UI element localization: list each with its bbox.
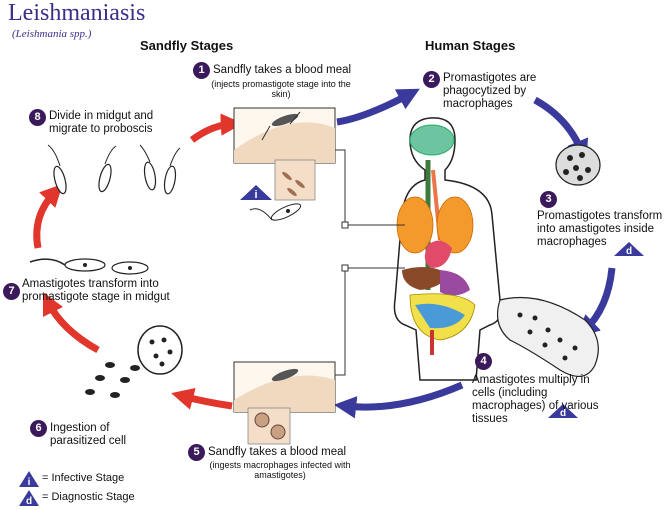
- step-5-text: Sandfly takes a blood meal: [208, 446, 347, 458]
- tissue-cells-illustration: [497, 296, 599, 377]
- legend-infective-letter: i: [28, 477, 31, 488]
- leader-line-top: [335, 149, 405, 226]
- step-1-text: Sandfly takes a blood meal: [213, 64, 352, 76]
- macrophage-illustration: [555, 144, 601, 186]
- dividing-promastigotes-illustration: [47, 144, 181, 195]
- svg-text:d: d: [560, 408, 566, 419]
- promastigote-illustration: [249, 203, 302, 221]
- sandfly-feeding-box-bottom: [233, 361, 336, 445]
- step-8-text: Divide in midgut and migrate to probosci…: [49, 110, 154, 135]
- step-8-badge: 8: [29, 109, 46, 126]
- diagnostic-marker-3: d: [614, 242, 644, 257]
- step-7-text: Amastigotes transform into promastigote …: [22, 278, 170, 303]
- infective-stage-marker: i: [240, 185, 272, 201]
- step-6-text: Ingestion of parasitized cell: [50, 422, 127, 447]
- step-2-badge: 2: [423, 71, 440, 88]
- leader-line-bottom: [335, 267, 405, 376]
- page-title: Leishmaniasis: [8, 0, 146, 26]
- step-4-text: Amastigotes multiply in cells (including…: [472, 374, 599, 425]
- page-subtitle: (Leishmania spp.): [12, 28, 92, 40]
- sandfly-feeding-box-top: [233, 107, 336, 201]
- step-2-text: Promastigotes are phagocytized by macrop…: [443, 72, 537, 110]
- arrow-1-to-2: [336, 88, 420, 126]
- step-7-badge: 7: [3, 283, 20, 300]
- svg-text:i: i: [254, 189, 257, 201]
- midgut-transform-illustration: [29, 258, 149, 275]
- parasitized-cells-illustration: [85, 325, 183, 398]
- section-human: Human Stages: [425, 38, 516, 53]
- step-4-badge: 4: [475, 353, 492, 370]
- arrow-3-to-4: [576, 267, 616, 338]
- arrow-4-to-5: [333, 381, 464, 419]
- svg-text:d: d: [626, 246, 632, 257]
- legend-diagnostic-icon: d: [19, 490, 39, 507]
- arrow-5-to-6: [171, 387, 233, 410]
- section-sandfly: Sandfly Stages: [140, 38, 234, 53]
- step-1-badge: 1: [193, 62, 210, 79]
- legend-diagnostic-label: = Diagnostic Stage: [42, 491, 135, 503]
- step-6-badge: 6: [30, 420, 47, 437]
- diagnostic-marker-4: d: [548, 404, 578, 419]
- arrow-8-to-1: [189, 113, 244, 143]
- step-1-sub: (injects promastigote stage into the ski…: [211, 79, 351, 99]
- step-5-sub: (ingests macrophages infected with amast…: [209, 460, 351, 480]
- legend-diagnostic-letter: d: [26, 496, 32, 507]
- arrow-7-to-8: [33, 183, 63, 249]
- human-body-illustration: [393, 117, 502, 381]
- arrow-6-to-7: [42, 291, 100, 354]
- step-3-text: Promastigotes transform into amastigotes…: [537, 210, 663, 248]
- step-5-badge: 5: [188, 444, 205, 461]
- step-3-badge: 3: [540, 191, 557, 208]
- legend-infective-label: = Infective Stage: [42, 472, 125, 484]
- legend-infective-icon: i: [19, 471, 39, 488]
